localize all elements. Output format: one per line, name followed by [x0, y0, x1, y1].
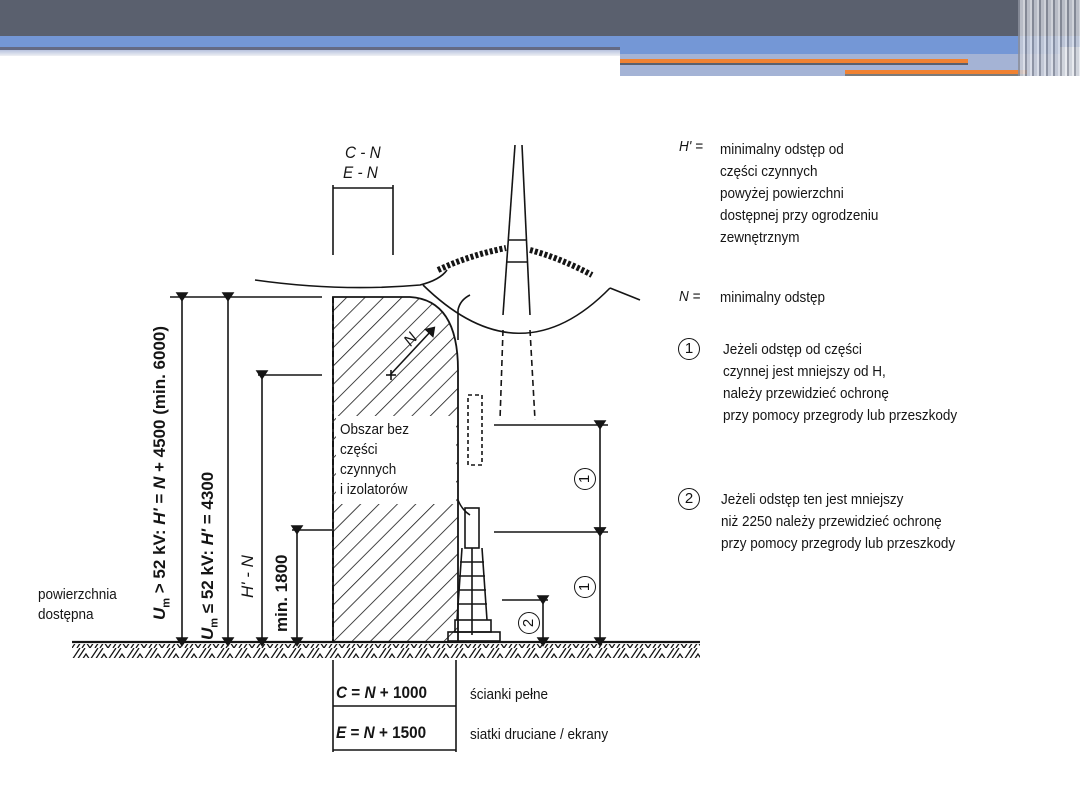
diagram-lines: [72, 144, 700, 752]
legend-n-text: minimalny odstęp: [720, 289, 826, 306]
note-1-marker: 1: [678, 338, 700, 360]
legend-h-line4: dostępnej przy ogrodzeniu: [720, 207, 879, 224]
formula-var: C: [336, 683, 348, 702]
circle-2-icon: 2: [518, 612, 540, 634]
label-tail: = 4300: [198, 471, 217, 529]
note-1-line2: czynnej jest mniejszy od H,: [723, 363, 886, 380]
note-2-line3: przy pomocy przegrody lub przeszkody: [721, 535, 956, 552]
label-um-rest: > 52 kV:: [150, 524, 169, 598]
formula-n: N: [363, 723, 375, 742]
formula-n: N: [364, 683, 376, 702]
legend-h-line1: minimalny odstęp od: [720, 141, 844, 158]
formula-c: C = N + 1000: [336, 683, 427, 703]
label-um-symbol: U: [198, 627, 217, 640]
label-n-symbol: N: [150, 476, 169, 489]
header-rule-fade: [0, 50, 620, 56]
label-eq: =: [150, 488, 169, 509]
legend-h-symbol: H' =: [679, 138, 703, 155]
formula-tail: + 1500: [374, 723, 427, 742]
formula-e: E = N + 1500: [336, 723, 426, 743]
header-bar: [0, 0, 1080, 36]
circle-1-icon: 1: [678, 338, 700, 360]
header-orange-shadow-1: [620, 63, 968, 65]
header-orange-shadow-2: [845, 74, 1027, 76]
formula-eq: =: [347, 683, 365, 702]
formula-tail: + 1000: [375, 683, 428, 702]
note-2-line2: niż 2250 należy przewidzieć ochronę: [721, 513, 942, 530]
label-h-minus-n: H' - N: [238, 555, 257, 598]
surface-label-line1: powierzchnia: [38, 586, 117, 603]
dim-e-minus-n: E - N: [343, 163, 378, 182]
formula-eq: =: [346, 723, 364, 742]
label-um-symbol: U: [150, 607, 169, 620]
zone-marker-2: 2: [518, 612, 540, 634]
label-tail: + 4500 (min. 6000): [150, 325, 169, 477]
legend-h-line3: powyżej powierzchni: [720, 185, 844, 202]
dim-c-minus-n: C - N: [345, 143, 381, 162]
zone-marker-1-upper: 1: [574, 468, 596, 490]
area-label-line1: Obszar bez: [340, 421, 410, 438]
note-1-line3: należy przewidzieć ochronę: [723, 385, 889, 402]
formula-c-desc: ścianki pełne: [470, 686, 549, 703]
header-stripes: [1018, 0, 1080, 76]
header-accent-blue-ext: [620, 47, 1060, 54]
circle-2-icon: 2: [678, 488, 700, 510]
formula-e-desc: siatki druciane / ekrany: [470, 726, 609, 743]
label-um-sub: m: [208, 617, 221, 628]
header-orange-line-1: [620, 59, 968, 63]
surface-label-line2: dostępna: [38, 606, 94, 623]
header-accent-blue: [0, 36, 1080, 47]
area-label-line4: i izolatorów: [340, 481, 408, 498]
note-1-line1: Jeżeli odstęp od części: [723, 341, 862, 358]
note-2-line1: Jeżeli odstęp ten jest mniejszy: [721, 491, 904, 508]
label-h-symbol: H': [150, 508, 169, 525]
header-rule: [0, 47, 620, 50]
label-um-le-52kv: Um ≤ 52 kV: H' = 4300: [198, 472, 220, 640]
note-1-line4: przy pomocy przegrody lub przeszkody: [723, 407, 958, 424]
legend-h-line2: części czynnych: [720, 163, 818, 180]
note-2-marker: 2: [678, 488, 700, 510]
formula-var: E: [336, 723, 347, 742]
legend-n-symbol: N =: [679, 288, 701, 305]
legend-h-line5: zewnętrznym: [720, 229, 800, 246]
area-label-line3: czynnych: [340, 461, 397, 478]
label-um-sub: m: [160, 597, 173, 608]
label-h-symbol: H': [198, 528, 217, 546]
circle-1-icon: 1: [574, 576, 596, 598]
label-um-gt-52kv: Um > 52 kV: H' = N + 4500 (min. 6000): [150, 326, 172, 620]
label-min-1800: min. 1800: [272, 554, 291, 633]
label-um-rest: ≤ 52 kV:: [198, 545, 217, 618]
area-label-line2: części: [340, 441, 378, 458]
zone-marker-1-lower: 1: [574, 576, 596, 598]
circle-1-icon: 1: [574, 468, 596, 490]
header-orange-line-2: [845, 70, 1027, 74]
